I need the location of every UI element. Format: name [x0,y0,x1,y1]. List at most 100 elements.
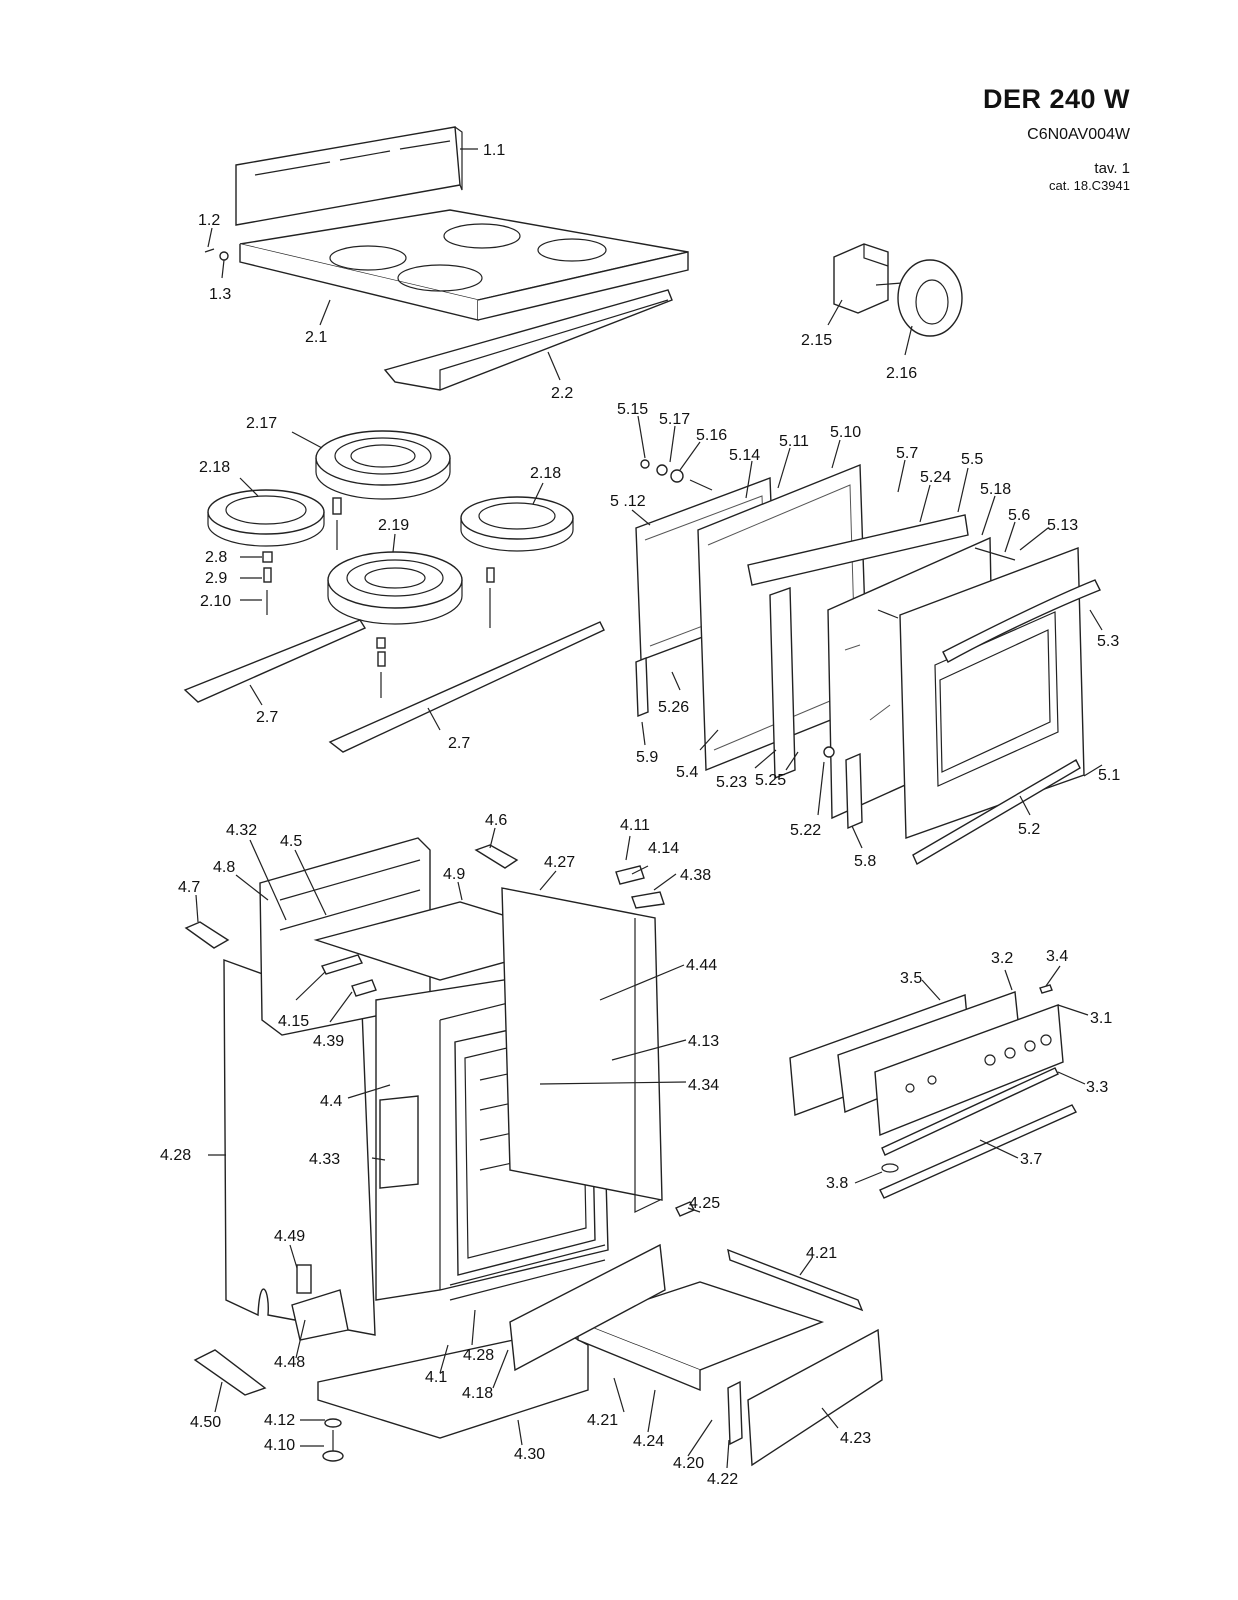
callout-label: 4.9 [443,866,465,883]
callout-label: 3.7 [1020,1151,1042,1168]
callout-label: 3.5 [900,970,922,987]
callout-label: 4.5 [280,833,302,850]
leader-lines [195,148,1103,1469]
callout-label: 3.4 [1046,948,1068,965]
callout-label: 2.9 [205,570,227,587]
callout-label: 5.14 [729,447,760,464]
callout-label: 4.48 [274,1354,305,1371]
burner-spacers [262,497,495,698]
callout-label: 2.18 [199,459,230,476]
callout-label: 5.16 [696,427,727,444]
callout-label: 5.15 [617,401,648,418]
callout-label: 5.7 [896,445,918,462]
callout-label: 5.1 [1098,767,1120,784]
callout-label: 4.39 [313,1033,344,1050]
callout-label: 4.18 [462,1385,493,1402]
callout-label: 5.4 [676,764,698,781]
callout-label: 4.24 [633,1433,664,1450]
callout-label: 4.21 [806,1245,837,1262]
callout-label: 4.38 [680,867,711,884]
callout-label: 1.1 [483,142,505,159]
callout-label: 5.26 [658,699,689,716]
oven-door-assembly [635,463,1101,866]
callout-label: 4.12 [264,1412,295,1429]
callout-label: 2.1 [305,329,327,346]
control-panel-assembly [789,984,1077,1199]
callout-label: 4.20 [673,1455,704,1472]
callout-label: 5 .12 [610,493,646,510]
callout-label: 5.13 [1047,517,1078,534]
callout-label: 4.22 [707,1471,738,1488]
callout-label: 2.8 [205,549,227,566]
callout-label: 4.27 [544,854,575,871]
callout-label: 4.11 [620,817,650,834]
screw-part [204,248,229,261]
radiant-burners [207,430,574,625]
burner-support-rails [183,619,605,753]
callout-label: 5.24 [920,469,951,486]
backguard-panel [235,126,463,226]
callout-label: 4.28 [160,1147,191,1164]
callout-label: 4.32 [226,822,257,839]
oven-cabinet [184,837,883,1467]
callout-labels: 1.1 1.2 1.3 2.1 2.2 2.15 2.16 2.17 2.18 … [160,142,1120,1488]
callout-label: 4.30 [514,1446,545,1463]
callout-label: 5.23 [716,774,747,791]
callout-label: 4.4 [320,1093,342,1110]
callout-label: 2.2 [551,385,573,402]
callout-label: 4.28 [463,1347,494,1364]
model-title: DER 240 W [982,84,1130,114]
callout-label: 3.3 [1086,1079,1108,1096]
callout-label: 5.8 [854,853,876,870]
callout-label: 2.16 [886,365,917,382]
door-hardware-small [640,459,713,491]
callout-label: 5.6 [1008,507,1030,524]
callout-label: 2.10 [200,593,231,610]
callout-label: 2.15 [801,332,832,349]
callout-label: 5.17 [659,411,690,428]
callout-label: 4.49 [274,1228,305,1245]
callout-label: 3.8 [826,1175,848,1192]
front-trim-strip [383,289,673,391]
callout-label: 2.7 [256,709,278,726]
callout-label: 2.19 [378,517,409,534]
callout-label: 1.3 [209,286,231,303]
callout-label: 4.33 [309,1151,340,1168]
callout-label: 4.13 [688,1033,719,1050]
callout-label: 5.9 [636,749,658,766]
callout-label: 2.18 [530,465,561,482]
callout-label: 4.34 [688,1077,719,1094]
callout-label: 4.8 [213,859,235,876]
callout-label: 5.11 [779,433,809,450]
callout-label: 4.23 [840,1430,871,1447]
callout-label: 5.10 [830,424,861,441]
callout-label: 4.21 [587,1412,618,1429]
callout-label: 3.1 [1090,1010,1112,1027]
callout-label: 5.3 [1097,633,1119,650]
catalog-number: cat. 18.C3941 [1049,178,1130,193]
callout-label: 2.17 [246,415,277,432]
callout-label: 2.7 [448,735,470,752]
cooktop-glass [239,209,689,321]
callout-label: 4.10 [264,1437,295,1454]
callout-label: 4.14 [648,840,679,857]
callout-label: 4.1 [425,1369,447,1386]
callout-label: 4.6 [485,812,507,829]
callout-label: 1.2 [198,212,220,229]
callout-label: 4.50 [190,1414,221,1431]
table-number: tav. 1 [1094,160,1130,177]
callout-label: 5.25 [755,772,786,789]
callout-label: 5.22 [790,822,821,839]
callout-label: 4.15 [278,1013,309,1030]
callout-label: 5.2 [1018,821,1040,838]
model-code: C6N0AV004W [1027,126,1130,143]
callout-label: 5.18 [980,481,1011,498]
callout-label: 4.25 [689,1195,720,1212]
callout-label: 4.44 [686,957,717,974]
callout-label: 3.2 [991,950,1013,967]
callout-label: 5.5 [961,451,983,468]
timer-part [833,243,963,337]
callout-label: 4.7 [178,879,200,896]
